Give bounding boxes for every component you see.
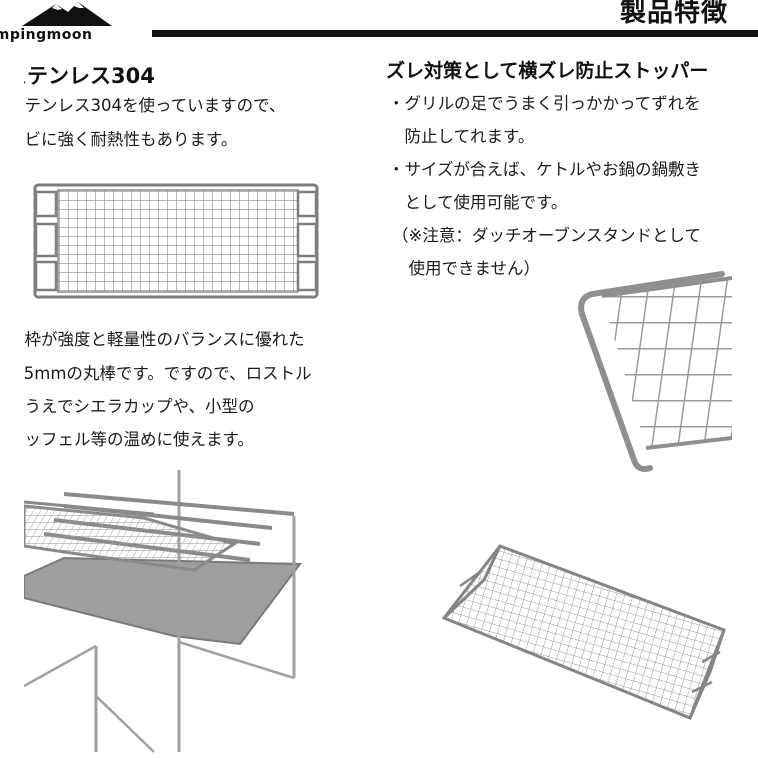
left-column: ステンレス304 ステンレス304を使っていますので、 サビに強く耐熱性もありま…: [24, 0, 376, 758]
bullet-1-line-1: ・グリルの足でうまく引っかかってずれを: [388, 94, 701, 113]
intro-line-1: ステンレス304を使っていますので、: [24, 96, 286, 115]
stopper-closeup-image: [578, 271, 732, 472]
grill-net-top-view-image: [33, 183, 319, 299]
stopper-heading: ズレ対策として横ズレ防止ストッパー: [386, 60, 709, 82]
frame-line-4: コッフェル等の温めに使えます。: [24, 430, 254, 449]
bullet-2-line-2: として使用可能です。: [388, 193, 568, 212]
frame-line-3: のうえでシエラカップや、小型の: [24, 397, 255, 416]
frame-line-1: 外枠が強度と軽量性のバランスに優れた: [24, 330, 305, 349]
page-title: 製品特徴: [620, 0, 729, 28]
bullet-2-line-1: ・サイズが合えば、ケトルやお鍋の鍋敷き: [388, 160, 702, 179]
brand-name: campingmoon: [0, 27, 93, 43]
intro-line-2: サビに強く耐熱性もあります。: [24, 130, 238, 149]
note-line-2: 使用できません）: [392, 259, 541, 278]
right-column: ズレ対策として横ズレ防止ストッパー ・グリルの足でうまく引っかかってずれを 防止…: [386, 0, 732, 758]
bullet-1-line-2: 防止してれます。: [388, 127, 535, 146]
header-divider: [152, 30, 758, 37]
note-line-1: （※注意：ダッチオーブンスタンドとして: [392, 226, 702, 245]
grill-stand-with-net-image: [24, 470, 302, 753]
grill-net-angled-image: [441, 544, 726, 720]
frame-line-2: 6.5mmの丸棒です。ですので、ロストル: [24, 364, 312, 383]
stainless-heading: ステンレス304: [24, 64, 155, 88]
mountain-logo-icon: [22, 2, 112, 26]
